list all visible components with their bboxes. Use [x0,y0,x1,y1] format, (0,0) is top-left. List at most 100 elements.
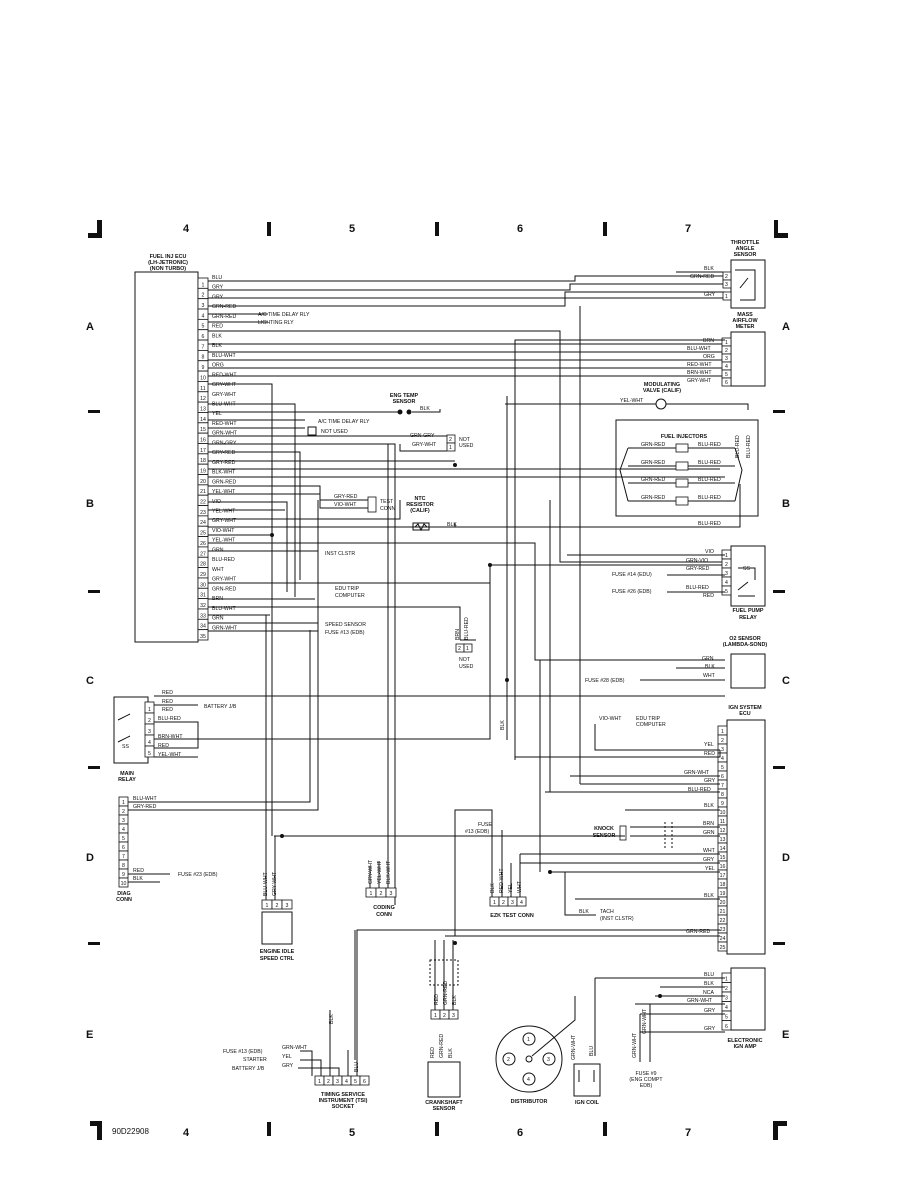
svg-text:SPEED CTRL: SPEED CTRL [260,956,295,962]
ign-ecu-pin-number: 7 [721,783,724,789]
svg-text:RED: RED [133,868,144,874]
diag-pin-number: 10 [121,881,127,887]
svg-text:RELAY: RELAY [739,615,757,621]
ecu-pin-number: 16 [200,437,206,443]
svg-text:ANGLE: ANGLE [736,246,755,252]
svg-text:BLU-RED: BLU-RED [686,585,709,591]
svg-text:BLK: BLK [448,1048,454,1058]
ecu-wire-labels: BLUGRYGRYGRN-REDGRN-REDREDBLKBLKBLU-WHTO… [212,275,238,631]
ign-ecu-pin-number: 19 [720,891,726,897]
fuel-pump-pin-number: 2 [725,562,728,568]
tsi-pin [359,1075,370,1086]
distributor: 1 2 3 4 DISTRIBUTOR [495,996,576,1105]
ecu-wire-label: WHT [212,567,225,573]
svg-text:IGN COIL: IGN COIL [575,1100,600,1106]
svg-text:GRY-RED: GRY-RED [334,494,358,500]
ecu-pin-number: 34 [200,624,206,630]
svg-text:BLK: BLK [704,893,714,899]
fuel-pump-pin-number: 5 [725,589,728,595]
svg-text:RED: RED [434,994,440,1005]
zone-col-7-bottom: 7 [685,1127,691,1139]
zone-row-a-right: A [782,321,790,333]
diag-pin-number: 8 [122,863,125,869]
eng-temp-sensor: ENG TEMP SENSOR BLK [390,393,441,415]
ecu-pin-number: 15 [200,427,206,433]
svg-text:SS: SS [743,566,750,572]
svg-text:YEL-WHT: YEL-WHT [158,752,182,758]
svg-text:BLU-RED: BLU-RED [464,617,470,640]
ecu-pin-number: 19 [200,469,206,475]
coding-pin [385,887,397,898]
injector-wire-label: BLU-RED [698,477,721,483]
svg-text:GRY-RED: GRY-RED [133,804,157,810]
svg-text:TACH: TACH [600,909,614,915]
svg-text:SOCKET: SOCKET [332,1104,355,1110]
ecu-wire-label: BLU-WHT [212,353,236,359]
ecu-wire-label: VIO-WHT [212,528,235,534]
crank-pin-number: 3 [452,1013,455,1019]
tsi-pin-number: 3 [336,1079,339,1085]
ecu-wire-label: GRY [212,294,224,300]
svg-text:BLK: BLK [329,1014,335,1024]
svg-text:GRY: GRY [704,292,716,298]
zone-col-5-bottom: 5 [349,1127,355,1139]
svg-text:2: 2 [458,646,461,652]
svg-text:GRN-WHT: GRN-WHT [642,1008,648,1034]
svg-text:YEL: YEL [704,742,714,748]
svg-text:USED: USED [459,664,474,670]
svg-text:BLK: BLK [452,995,458,1005]
svg-text:BLU-RED: BLU-RED [735,435,741,458]
svg-text:2: 2 [507,1057,510,1063]
throttle-angle-sensor: THROTTLE ANGLE SENSOR 2 3 1 BLK GRN-RED … [676,240,766,309]
not-used-connector: 2 1 GRN-GRY GRY-WHT NOT USED [399,433,474,452]
o2-sensor: O2 SENSOR (LAMBDA-SOND) GRN BLK WHT FUSE… [585,636,767,689]
corner-marks [88,220,788,1140]
svg-text:(CALIF): (CALIF) [410,508,430,514]
svg-text:BLU-WHT: BLU-WHT [133,796,157,802]
idle-pin-number: 3 [286,903,289,909]
ign-amp-pin [721,1020,732,1031]
svg-text:ELECTRONIC: ELECTRONIC [727,1038,762,1044]
ecu-pin-number: 35 [200,634,206,640]
svg-text:TIMING SERVICE: TIMING SERVICE [321,1092,365,1098]
main-relay-pin-number: 2 [148,718,151,724]
ecu-wire-label: GRY [212,285,224,291]
crank-pin-number: 2 [443,1013,446,1019]
zone-row-e: E [86,1029,93,1041]
ezk-pin-number: 3 [511,900,514,906]
ecu-wire-label: BLK [212,333,222,339]
ecu-wire-label: GRN-GRY [212,440,237,446]
injector-icon [675,461,689,471]
diag-pin-number: 6 [122,845,125,851]
ezk-pin-number: 1 [493,900,496,906]
svg-text:BLK: BLK [579,909,589,915]
ecu-wire-label: YEL-WHT [212,538,236,544]
svg-text:SS: SS [122,744,129,750]
ign-ecu-pin-number: 17 [720,873,726,879]
svg-text:CONN: CONN [116,897,132,903]
injector-wire-label: BLU-RED [698,495,721,501]
svg-text:CODING: CODING [373,905,395,911]
ecu-wire-label: GRN-WHT [212,625,238,631]
injector-wire-label: GRN-RED [641,460,665,466]
ign-ecu-pin-number: 24 [720,936,726,942]
ecu-pin-number: 31 [200,593,206,599]
svg-text:BLU: BLU [589,1046,595,1056]
injector-wire-label: GRN-RED [641,442,665,448]
svg-text:BRN: BRN [455,629,461,640]
zone-row-b-right: B [782,498,790,510]
diag-pin-number: 5 [122,836,125,842]
zone-col-4: 4 [183,223,190,235]
svg-text:GRN-WHT: GRN-WHT [571,1034,577,1060]
svg-text:RESISTOR: RESISTOR [406,502,434,508]
svg-text:4: 4 [527,1077,530,1083]
svg-text:FUSE #14 (EDU): FUSE #14 (EDU) [612,572,652,578]
svg-text:3: 3 [725,282,728,288]
injector-icon [675,443,689,453]
ign-ecu-pin-number: 22 [720,918,726,924]
svg-text:NTC: NTC [414,496,425,502]
